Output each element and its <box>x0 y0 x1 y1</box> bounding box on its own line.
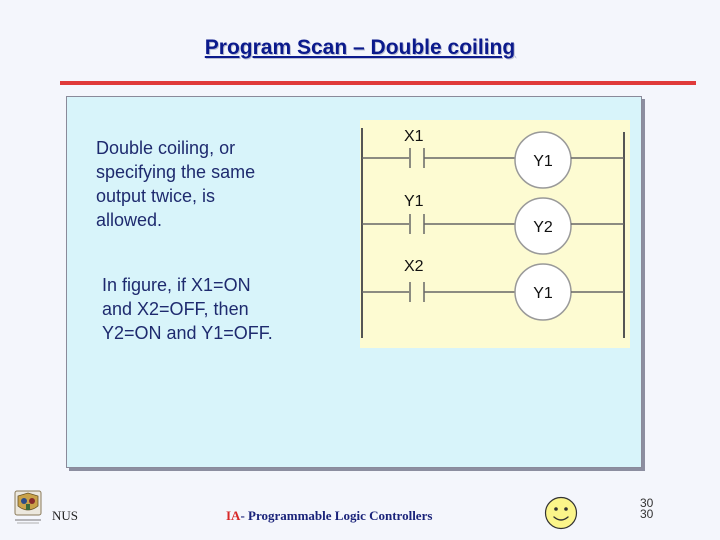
coil-y2-label: Y2 <box>533 219 553 236</box>
coil-y1-repeat-label: Y1 <box>533 285 553 302</box>
coil-y1-circle <box>514 131 572 189</box>
page-number: 30 30 <box>640 496 654 521</box>
contact-y1-label: Y1 <box>404 193 424 210</box>
course-prefix: IA <box>226 508 241 523</box>
university-crest-icon <box>12 490 44 526</box>
ladder-diagram: X1 Y1 Y1 Y2 X2 Y1 <box>360 120 630 348</box>
footer-course-title: IA- Programmable Logic Controllers <box>226 508 432 524</box>
title-divider <box>60 81 696 85</box>
rung-3: X2 Y1 <box>362 258 624 321</box>
course-name: - Programmable Logic Controllers <box>240 508 433 523</box>
rung-2: Y1 Y2 <box>362 193 624 255</box>
slide-title: Program Scan – Double coiling <box>204 36 516 59</box>
footer-organization: NUS <box>52 508 79 523</box>
paragraph-example: In figure, if X1=ON and X2=OFF, then Y2=… <box>102 275 273 343</box>
page-number-a: 30 <box>640 496 654 510</box>
page-number-b: 30 <box>640 507 654 521</box>
contact-x1-label: X1 <box>404 128 424 145</box>
coil-y1-label: Y1 <box>533 153 553 170</box>
contact-x2-label: X2 <box>404 258 424 275</box>
rung-1: X1 Y1 <box>362 128 624 189</box>
paragraph-double-coiling: Double coiling, or specifying the same o… <box>96 138 256 230</box>
coil-y2-circle <box>514 197 572 255</box>
smiley-face-icon <box>544 496 578 530</box>
